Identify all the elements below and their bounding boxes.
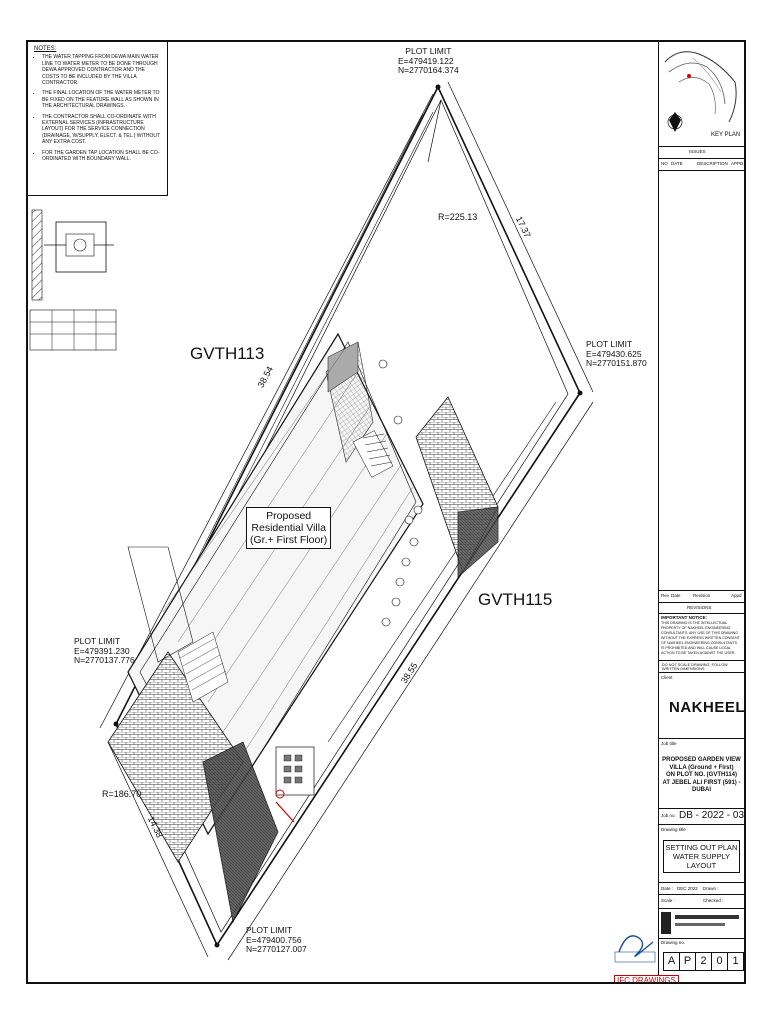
notes-panel: NOTES: THE WATER TAPPING FROM DEWA MAIN … [28, 42, 168, 196]
note-item: FOR THE GARDEN TAP LOCATION SHALL BE CO-… [42, 150, 161, 163]
date-label: Date : [661, 886, 674, 891]
revision-col: Appd [731, 593, 742, 598]
plot-limit-title: PLOT LIMIT [405, 46, 452, 56]
consultant-logo [661, 912, 671, 934]
project-line: AT JEBEL ALI FIRST (591) - DUBAI [662, 779, 741, 794]
plot-limit-right: PLOT LIMIT E=479430.625 N=2770151.870 [586, 339, 647, 369]
checked-label: Checked : [703, 898, 724, 903]
plot-limit-e: E=479430.625 [586, 348, 642, 359]
date-value: DEC 2022 [677, 886, 698, 891]
plot-limit-top: PLOT LIMIT E=479419.122 N=2770164.374 [398, 46, 459, 76]
dimension-lines [99, 81, 594, 961]
plot-limit-n: N=2770127.007 [246, 944, 307, 954]
client-logo-text: NAKHEEL [669, 699, 746, 716]
scale-label: Scale : [661, 898, 675, 903]
drawing-title-line: SETTING OUT PLAN [665, 843, 738, 852]
important-notice-text: THIS DRAWING IS THE INTELLECTUAL PROPERT… [661, 621, 740, 655]
drawing-no-label: Drawing no. [661, 940, 686, 945]
issue-col: NO [661, 161, 668, 166]
key-plan-label: KEY PLAN [711, 132, 741, 138]
villa-label-line: Residential Villa [251, 522, 326, 534]
revisions-heading: REVISIONS [687, 605, 712, 610]
drawing-sheet: NOTES: THE WATER TAPPING FROM DEWA MAIN … [26, 40, 746, 984]
project-line: PROPOSED GARDEN VIEW [662, 757, 741, 763]
consultant-name-bar [675, 923, 725, 926]
project-line: VILLA (Ground + First) [669, 764, 734, 771]
drawing-title-line: WATER SUPPLY LAYOUT [672, 852, 731, 870]
revision-col: Revision [693, 593, 711, 598]
revision-col: Rev [661, 593, 670, 598]
revision-col: Date [671, 593, 681, 598]
job-no-label: Job no. [661, 813, 676, 818]
drawing-title: SETTING OUT PLAN WATER SUPPLY LAYOUT [663, 840, 740, 873]
key-plan-map [664, 51, 737, 132]
drawing-no-char: 1 [727, 952, 744, 971]
client-label: Client [661, 675, 673, 680]
note-item: THE WATER TAPPING FROM DEWA MAIN WATER L… [42, 54, 161, 86]
consultant-name-bar [675, 915, 739, 919]
job-no: DB - 2022 - 03 [679, 810, 745, 821]
drawing-no-char: P [679, 952, 696, 971]
plot-limit-title: PLOT LIMIT [246, 925, 293, 935]
plot-limit-e: E=479400.756 [246, 934, 302, 945]
drawing-title-label: Drawing title [661, 827, 686, 832]
meter-detail [29, 209, 117, 351]
drawing-no-char: 0 [711, 952, 728, 971]
plot-limit-n: N=2770137.776 [74, 655, 135, 665]
paved-areas [107, 396, 499, 924]
notes-heading: NOTES: [34, 46, 57, 52]
plot-limit-e: E=479419.122 [398, 55, 454, 66]
issue-col: APPD [731, 161, 744, 166]
plot-limit-n: N=2770164.374 [398, 65, 459, 75]
project-title: PROPOSED GARDEN VIEW VILLA (Ground + Fir… [659, 757, 744, 795]
approval-stamp [613, 922, 659, 968]
corner-markers [113, 84, 583, 948]
villa-label-line: (Gr.+ First Floor) [250, 534, 328, 546]
issue-col: DATE [671, 161, 683, 166]
drawing-no-char: A [663, 952, 680, 971]
plot-limit-title: PLOT LIMIT [586, 339, 633, 349]
plot-limit-title: PLOT LIMIT [74, 636, 121, 646]
plot-limit-n: N=2770151.870 [586, 358, 647, 368]
dimension-radius-top: R=225.13 [438, 212, 478, 222]
issues-heading: ISSUES [689, 149, 706, 154]
important-notice-heading: IMPORTANT NOTICE: [661, 615, 708, 620]
neighbour-plot-left: GVTH113 [190, 344, 265, 363]
site-plan-drawing [29, 81, 594, 961]
title-block: KEY PLAN ISSUES NO DATE DESCRIPTION APPD… [658, 42, 746, 982]
plot-limit-bottom: PLOT LIMIT E=479400.756 N=2770127.007 [246, 925, 307, 955]
issue-col: DESCRIPTION [697, 161, 728, 166]
drawing-no-char: 2 [695, 952, 712, 971]
villa-label-line: Proposed [266, 510, 312, 522]
do-not-scale-note: DO NOT SCALE DRAWING, FOLLOW WRITTEN DIM… [662, 663, 728, 671]
dimension-radius-bottom: R=186.70 [102, 789, 142, 799]
project-line: ON PLOT NO. (GVTH114) [665, 772, 737, 778]
job-title-label: Job title [661, 741, 677, 746]
plot-limit-left: PLOT LIMIT E=479391.230 N=2770137.776 [74, 636, 135, 666]
note-item: THE FINAL LOCATION OF THE WATER METER TO… [42, 90, 161, 109]
plot-limit-e: E=479391.230 [74, 645, 130, 656]
ifc-stamp: IFC DRAWINGS [614, 975, 679, 982]
drawn-label: Drawn : [703, 886, 719, 891]
note-item: THE CONTRACTOR SHALL CO-ORDINATE WITH EX… [42, 114, 161, 146]
villa-label: Proposed Residential Villa (Gr.+ First F… [246, 507, 332, 549]
neighbour-plot-right: GVTH115 [478, 590, 553, 609]
